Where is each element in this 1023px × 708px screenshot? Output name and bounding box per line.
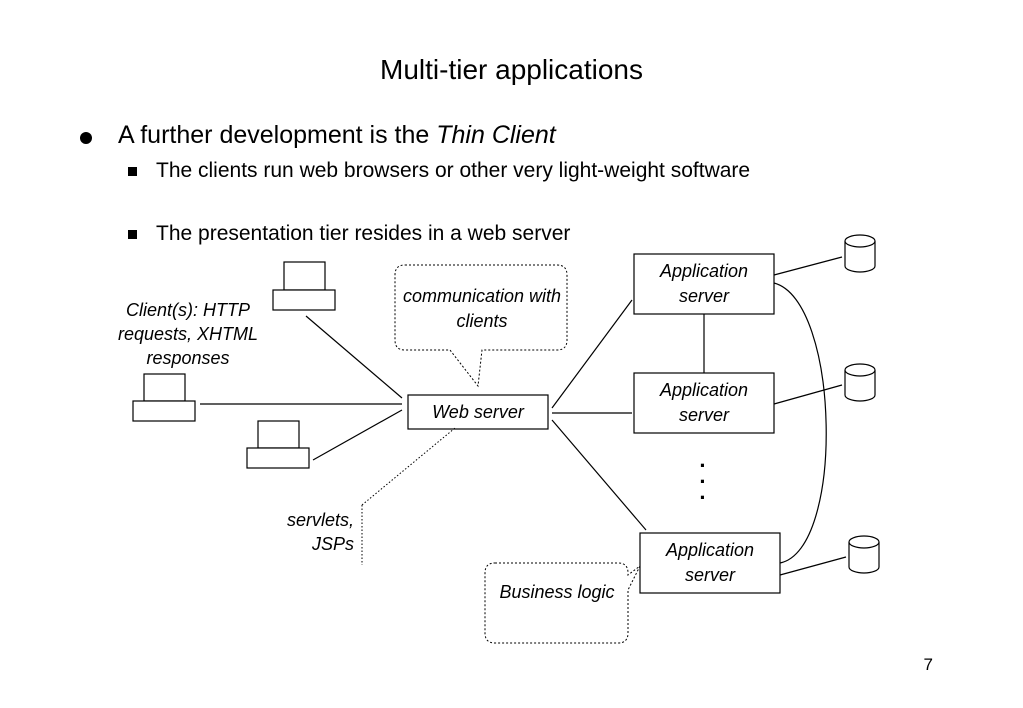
ellipsis-more-servers: · · · (699, 453, 707, 510)
app-server-box-2 (633, 372, 775, 434)
page-number: 7 (923, 655, 933, 674)
bullet-text: A further development is the (118, 121, 437, 149)
web-server-box (407, 394, 549, 430)
database-icon (844, 363, 876, 402)
client-label: Client(s): HTTP requests, XHTML response… (117, 300, 259, 368)
client-link-1 (305, 315, 403, 399)
app-curve-link (773, 282, 827, 564)
bullet-emphasis: Thin Client (436, 121, 556, 149)
servlets-leader (361, 427, 456, 506)
client-computer-2 (132, 373, 196, 422)
sub-bullet-text: The clients run web browsers or other ve… (156, 159, 751, 182)
web-app-link-3 (551, 419, 647, 531)
app-server-box-1 (633, 253, 775, 315)
app-server-label-3: Application server (665, 540, 755, 585)
sub-bullet-clients: The clients run web browsers or other ve… (128, 156, 818, 186)
app-server-label-1: Application server (659, 261, 749, 306)
app-server-box-3 (639, 532, 781, 594)
web-app-link-1 (551, 299, 633, 409)
database-icon (848, 535, 880, 574)
business-logic-label: Business logic (499, 582, 615, 602)
servlets-label: servlets, JSPs (286, 510, 354, 554)
db-link-3 (779, 556, 847, 576)
business-logic-callout (484, 562, 641, 644)
communication-label: communication with clients (402, 286, 562, 331)
db-link-1 (773, 256, 843, 276)
sub-bullet-square (128, 230, 137, 239)
client-computer-3 (246, 420, 310, 469)
client-link-3 (312, 409, 403, 461)
communication-callout (394, 264, 568, 388)
client-computer-1 (272, 261, 336, 311)
sub-bullet-presentation: The presentation tier resides in a web s… (128, 219, 818, 249)
sub-bullet-text: The presentation tier resides in a web s… (156, 222, 571, 245)
slide-title: Multi-tier applications (380, 54, 643, 85)
db-link-2 (773, 384, 843, 405)
database-icon (844, 234, 876, 273)
bullet-thin-client: A further development is the Thin Client (80, 119, 556, 151)
bullet-dot (80, 132, 92, 144)
app-server-label-2: Application server (659, 380, 749, 425)
sub-bullet-square (128, 167, 137, 176)
web-server-label: Web server (432, 402, 524, 422)
